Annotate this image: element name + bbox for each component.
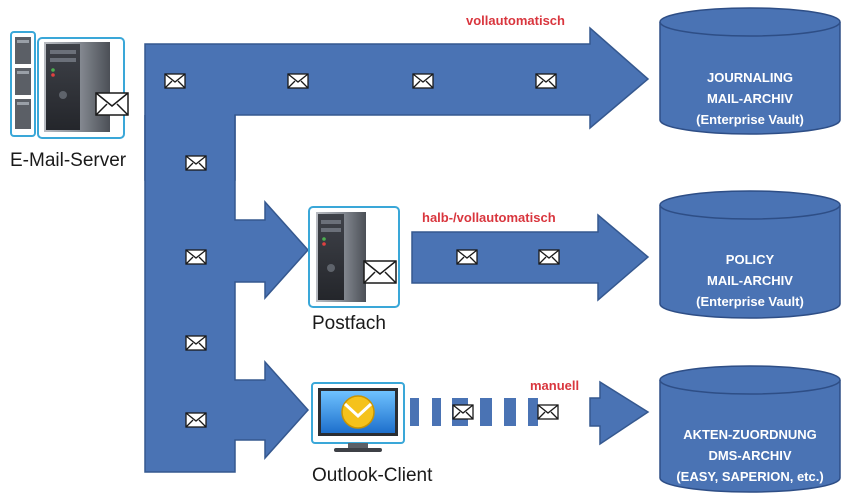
arrow-journaling bbox=[144, 26, 650, 181]
email-server-label: E-Mail-Server bbox=[10, 150, 127, 171]
archive-title: JOURNALING bbox=[707, 70, 793, 85]
arrow-to-mailbox bbox=[230, 202, 308, 298]
envelope-icon bbox=[185, 155, 207, 171]
archive-cylinder-dms bbox=[659, 365, 841, 493]
outlook-client-label: Outlook-Client bbox=[312, 465, 433, 486]
server-tower-icon bbox=[308, 206, 400, 308]
envelope-icon bbox=[363, 260, 397, 284]
envelope-icon bbox=[185, 412, 207, 428]
mailbox-label: Postfach bbox=[312, 313, 386, 334]
archive-cylinder-policy bbox=[659, 190, 841, 319]
envelope-icon bbox=[185, 335, 207, 351]
envelope-icon bbox=[535, 73, 557, 89]
envelope-icon bbox=[287, 73, 309, 89]
arrow-manual bbox=[410, 380, 650, 446]
archive-title: POLICY bbox=[725, 252, 775, 267]
envelope-icon bbox=[185, 249, 207, 265]
flow-label-policy: halb-/vollautomatisch bbox=[422, 210, 556, 225]
monitor-icon bbox=[311, 382, 405, 452]
envelope-icon bbox=[537, 404, 559, 420]
archive-type: DMS-ARCHIV bbox=[708, 448, 792, 463]
archive-title: AKTEN-ZUORDNUNG bbox=[683, 427, 817, 442]
archive-label-journaling: JOURNALING MAIL-ARCHIV (Enterprise Vault… bbox=[660, 67, 840, 130]
arrow-policy bbox=[411, 213, 650, 302]
envelope-icon bbox=[456, 249, 478, 265]
envelope-icon bbox=[452, 404, 474, 420]
archive-label-policy: POLICY MAIL-ARCHIV (Enterprise Vault) bbox=[660, 249, 840, 312]
archive-system: (Enterprise Vault) bbox=[696, 294, 804, 309]
envelope-icon bbox=[412, 73, 434, 89]
archive-type: MAIL-ARCHIV bbox=[707, 273, 793, 288]
archive-type: MAIL-ARCHIV bbox=[707, 91, 793, 106]
server-rack-icon bbox=[10, 31, 129, 139]
archive-system: (Enterprise Vault) bbox=[696, 112, 804, 127]
flow-label-manual: manuell bbox=[530, 378, 580, 393]
envelope-icon bbox=[164, 73, 186, 89]
archive-label-dms: AKTEN-ZUORDNUNG DMS-ARCHIV (EASY, SAPERI… bbox=[660, 424, 840, 487]
flow-label-journaling: vollautomatisch bbox=[466, 13, 565, 28]
archive-system: (EASY, SAPERION, etc.) bbox=[676, 469, 824, 484]
trunk-outline bbox=[144, 115, 310, 473]
envelope-icon bbox=[538, 249, 560, 265]
envelope-icon bbox=[95, 92, 129, 116]
arrow-to-client bbox=[230, 362, 308, 458]
archive-cylinder-journaling bbox=[659, 7, 841, 135]
